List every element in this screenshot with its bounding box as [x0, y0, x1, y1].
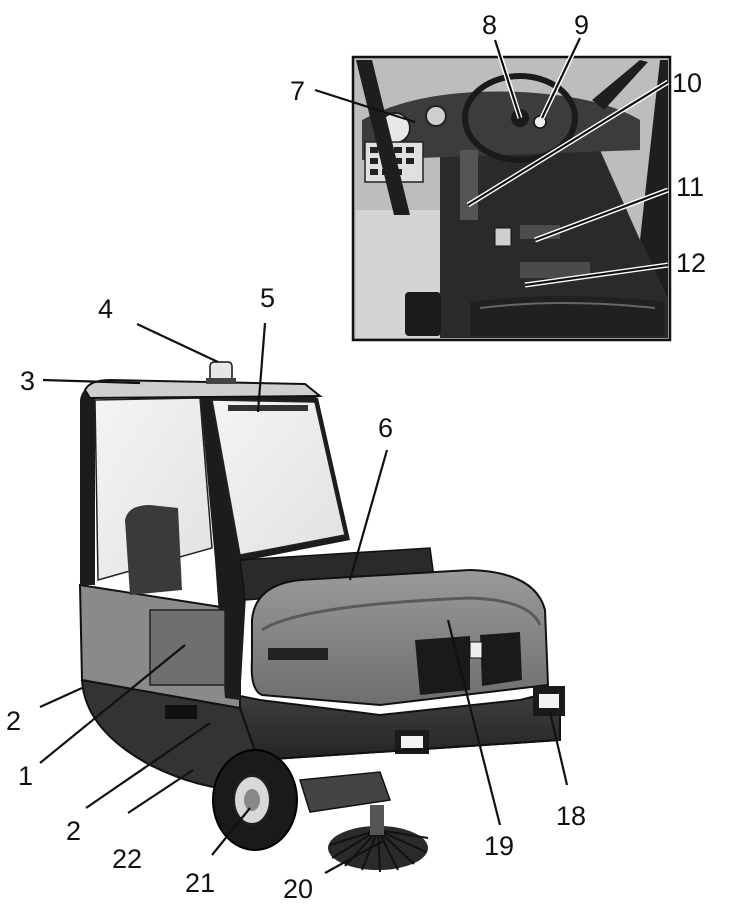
leader-20 — [324, 839, 386, 874]
leader-18 — [548, 711, 569, 786]
callout-9: 9 — [574, 10, 589, 40]
leader-lines — [39, 36, 670, 874]
callout-21: 21 — [185, 868, 215, 898]
callout-20: 20 — [283, 874, 313, 904]
callout-2-rear: 2 — [6, 706, 21, 736]
leader-5 — [256, 322, 267, 413]
callout-11: 11 — [676, 172, 704, 202]
leader-11-core — [534, 188, 669, 242]
callout-22: 22 — [112, 844, 142, 874]
leader-9-core — [541, 37, 581, 119]
callout-12: 12 — [676, 248, 706, 278]
leader-6 — [348, 449, 389, 581]
leader-1 — [39, 644, 186, 764]
leader-10-core — [467, 81, 669, 206]
leader-2b — [85, 722, 211, 809]
callout-10: 10 — [672, 68, 702, 98]
leader-3 — [42, 378, 141, 385]
leader-22 — [127, 769, 194, 814]
callout-6: 6 — [378, 413, 393, 443]
leader-8-core — [493, 39, 522, 119]
callout-2-side: 2 — [66, 816, 81, 846]
leader-21 — [211, 807, 251, 856]
leader-4 — [136, 323, 219, 363]
callout-4: 4 — [98, 294, 113, 324]
leader-19 — [446, 619, 502, 826]
cab-interior-inset — [351, 55, 672, 342]
leader-7 — [314, 88, 416, 124]
callout-7: 7 — [290, 76, 305, 106]
callout-5: 5 — [260, 283, 275, 313]
callout-8: 8 — [482, 10, 497, 40]
leader-12-core — [524, 263, 669, 287]
callout-3: 3 — [20, 366, 35, 396]
callout-19: 19 — [484, 831, 514, 861]
callout-1: 1 — [18, 761, 33, 791]
callout-labels: 1 2 2 3 4 5 6 7 8 9 10 11 12 18 19 20 21… — [6, 10, 706, 904]
callout-18: 18 — [556, 801, 586, 831]
leader-2a — [39, 686, 83, 709]
